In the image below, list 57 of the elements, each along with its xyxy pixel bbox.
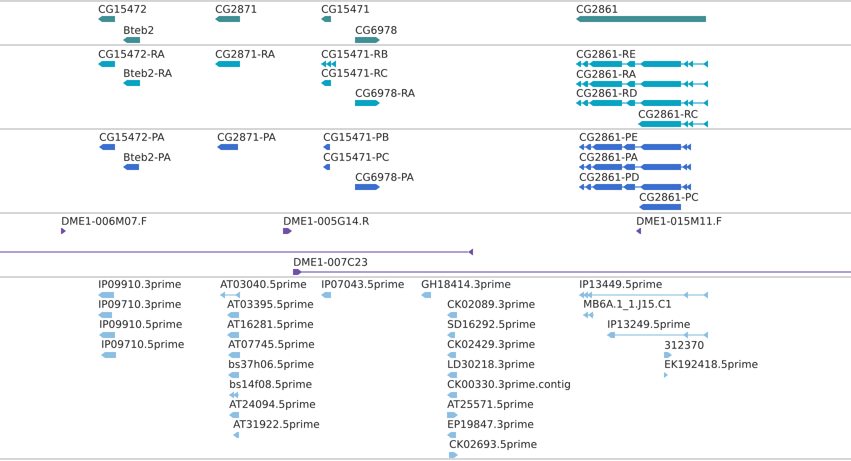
feature-label: MB6A.1_1.J15.C1	[584, 300, 671, 310]
feature-label: CG15471	[322, 5, 369, 13]
feature-label: DME1-007C23	[294, 258, 368, 266]
feature-label: CG15471-RB	[322, 50, 388, 58]
feature-label: bs14f08.5prime	[230, 380, 312, 390]
feature-label: CG2861	[576, 5, 618, 13]
feature-label: CG2871-RA	[216, 50, 275, 58]
feature-label: AT07745.5prime	[228, 340, 314, 350]
feature-label: SD16292.5prime	[448, 320, 536, 330]
feature-label: IP09710.3prime	[99, 300, 181, 310]
feature-label: CG2861-PA	[580, 153, 638, 161]
feature-label: CG2861-RD	[576, 89, 637, 97]
feature-label: CG15472-RA	[98, 50, 165, 58]
feature-label: bs37h06.5prime	[229, 360, 314, 370]
feature-label: AT16281.5prime	[227, 320, 314, 330]
feature-label: CK02693.5prime	[450, 440, 537, 450]
feature-label: 312370	[665, 341, 704, 349]
feature-label: IP09910.5prime	[100, 320, 182, 330]
feature-label: DME1-006M07.F	[62, 217, 146, 225]
feature-label: CG15472	[98, 5, 146, 13]
feature-label: CG15472-PA	[100, 133, 164, 141]
feature-label: IP13249.5prime	[608, 320, 690, 330]
feature-label: CG15471-RC	[322, 69, 388, 77]
feature-label: DME1-015M11.F	[637, 217, 722, 225]
feature-label: CG2861-RC	[638, 110, 698, 118]
feature-label: CG15471-PC	[324, 153, 389, 161]
feature-label: EK192418.5prime	[665, 360, 758, 370]
feature-label: CK02429.3prime	[448, 340, 535, 350]
feature-label: AT03040.5prime	[220, 280, 306, 290]
feature-label: EP19847.3prime	[448, 420, 534, 430]
feature-label: CG2861-PE	[580, 133, 638, 141]
feature-label: CG2871	[216, 5, 256, 13]
feature-label: IP13449.5prime	[580, 280, 662, 290]
feature-label: CG2861-RA	[576, 70, 636, 78]
feature-label: AT24094.5prime	[229, 400, 316, 410]
feature-label: GH18414.3prime	[422, 280, 510, 290]
feature-label: DME1-005G14.R	[284, 217, 369, 225]
feature-label: CG2861-PC	[640, 193, 698, 201]
feature-label: AT25571.5prime	[447, 400, 534, 410]
feature-label: CG2861-RE	[576, 50, 636, 58]
feature-label: Bteb2	[124, 26, 154, 34]
feature-label: CG15471-PB	[324, 133, 388, 141]
feature-label: Bteb2-RA	[124, 68, 172, 78]
feature-label: CG2871-PA	[218, 133, 276, 141]
feature-label: IP09710.5prime	[102, 340, 184, 350]
feature-label: CG6978-PA	[356, 173, 414, 181]
feature-label: CG6978-RA	[356, 89, 415, 97]
feature-label: Bteb2-PA	[124, 152, 171, 162]
feature-label: CK02089.3prime	[448, 300, 535, 310]
feature-label: LD30218.3prime	[448, 360, 534, 370]
feature-label: CK00330.3prime.contig	[448, 380, 570, 390]
feature-label: CG2861-PD	[580, 173, 639, 181]
feature-label: AT03395.5prime	[227, 300, 314, 310]
feature-label: CG6978	[356, 26, 396, 34]
feature-label: IP09910.3prime	[99, 280, 181, 290]
feature-label: IP07043.5prime	[322, 280, 404, 290]
feature-label: AT31922.5prime	[233, 420, 320, 430]
